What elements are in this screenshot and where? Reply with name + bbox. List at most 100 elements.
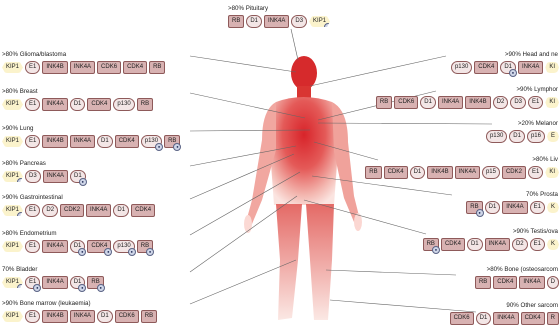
gene-badge: E1 (528, 96, 543, 109)
gene-label: E1 (534, 204, 541, 210)
gene-badge: D1 (467, 238, 483, 251)
gene-badge: p130● (141, 135, 162, 148)
gene-badge: INK4A (518, 61, 543, 74)
gene-label: E1 (29, 313, 36, 319)
gene-label: INK4B (431, 169, 448, 175)
gene-badge: KIP1 (2, 136, 23, 147)
gene-badge: INK4A (519, 276, 544, 289)
gene-label: CDK4 (525, 315, 541, 321)
gene-badge: INK4A (86, 204, 111, 217)
gene-row: KIP1●E1●INK4AD1●RB● (2, 276, 104, 289)
gene-badge: D3 (510, 96, 526, 109)
group-label: >80% Pancreas (2, 160, 46, 167)
gene-badge: CDK2 (60, 204, 84, 217)
gene-label: RB (380, 99, 388, 105)
gene-row: p130 D1 p16 E (486, 130, 559, 143)
gene-badge: D1 (476, 312, 492, 325)
gene-label: RB (145, 313, 153, 319)
gene-badge: CDK6 (97, 61, 121, 74)
gene-badge: CDK4 (115, 135, 139, 148)
gene-label: RB (232, 18, 240, 24)
mutation-marker-icon: ● (97, 284, 105, 292)
gene-label: CDK6 (398, 99, 414, 105)
right-leg (306, 204, 334, 320)
gene-badge: D1 (70, 98, 86, 111)
gene-badge: INK4B (427, 166, 452, 179)
gene-label: INK4A (522, 64, 539, 70)
gene-label: CDK2 (64, 207, 80, 213)
gene-badge: RB (475, 276, 491, 289)
gene-badge: D1 (246, 15, 262, 28)
gene-label: KIP1 (6, 207, 19, 213)
gene-label: KIP1 (6, 64, 19, 70)
gene-row: p130CDK4D1●INK4AKI (451, 61, 559, 74)
gene-label: INK4B (46, 313, 63, 319)
gene-badge: INK4A (70, 61, 95, 74)
gene-label: R (551, 315, 555, 321)
gene-badge: KIP1 (2, 241, 23, 252)
gene-label: KIP1 (6, 279, 19, 285)
gene-badge: p130 (451, 61, 472, 74)
gene-badge: CDK2 (502, 166, 526, 179)
gene-badge: INK4A (43, 170, 68, 183)
gene-badge: E1 (25, 98, 40, 111)
gene-badge: RB (137, 98, 153, 111)
gene-badge: KI (545, 97, 559, 108)
gene-badge: p16 (527, 130, 545, 143)
gene-label: RB (153, 64, 161, 70)
gene-label: CDK4 (445, 241, 461, 247)
gene-label: INK4A (497, 315, 514, 321)
gene-badge: CDK4● (87, 240, 111, 253)
group-label: >90% Lung (2, 125, 33, 132)
gene-badge: CDK4 (87, 98, 111, 111)
gene-row: RBCDK6D1INK4AINK4BD2D3E1KI (376, 96, 559, 109)
gene-badge: D3 (291, 15, 307, 28)
gene-badge: CDK4 (493, 276, 517, 289)
gene-label: p16 (531, 133, 541, 139)
gene-label: p130 (455, 64, 468, 70)
gene-badge: INK4A (493, 312, 518, 325)
gene-label: CDK6 (119, 313, 135, 319)
group-label: >90% Head and ne (505, 51, 558, 58)
group-label: >80% Endometrium (2, 230, 57, 237)
gene-label: D1 (489, 204, 497, 210)
gene-badge: D1● (70, 276, 86, 289)
gene-label: D1 (480, 315, 488, 321)
gene-label: INK4A (47, 173, 64, 179)
left-leg (276, 204, 302, 320)
gene-row: KIP1●E1D2CDK2INK4AD1CDK4 (2, 204, 155, 217)
gene-label: D1 (513, 133, 521, 139)
gene-badge: E1 (530, 201, 545, 214)
gene-badge: RB● (164, 135, 180, 148)
gene-badge: INK4A (438, 96, 463, 109)
gene-badge: D1 (97, 310, 113, 323)
gene-badge: INK4A (42, 240, 67, 253)
gene-badge: D1 (509, 130, 525, 143)
gene-badge: RB● (137, 240, 153, 253)
gene-badge: E (547, 131, 559, 142)
gene-label: D2 (497, 99, 505, 105)
gene-badge: RB (228, 15, 244, 28)
gene-label: INK4B (46, 64, 63, 70)
gene-badge: E1 (25, 135, 40, 148)
gene-label: D2 (516, 241, 524, 247)
gene-badge: KIP1● (2, 171, 23, 182)
gene-label: D1 (101, 313, 109, 319)
gene-badge: CDK6 (115, 310, 139, 323)
gene-label: D1 (117, 207, 125, 213)
gene-label: p130 (490, 133, 503, 139)
gene-badge: CDK4 (384, 166, 408, 179)
gene-label: E1 (29, 101, 36, 107)
gene-label: KI (549, 99, 555, 105)
gene-badge: KI (545, 167, 559, 178)
gene-badge: K (547, 239, 559, 250)
gene-row: RBCDK4D1INK4BINK4Ap15CDK2E1KI (365, 166, 559, 179)
gene-label: D1 (250, 18, 258, 24)
gene-label: E1 (29, 207, 36, 213)
gene-label: E1 (29, 138, 36, 144)
gene-label: CDK2 (506, 169, 522, 175)
right-arm (332, 102, 360, 222)
group-label: >80% Pituitary (228, 5, 268, 12)
